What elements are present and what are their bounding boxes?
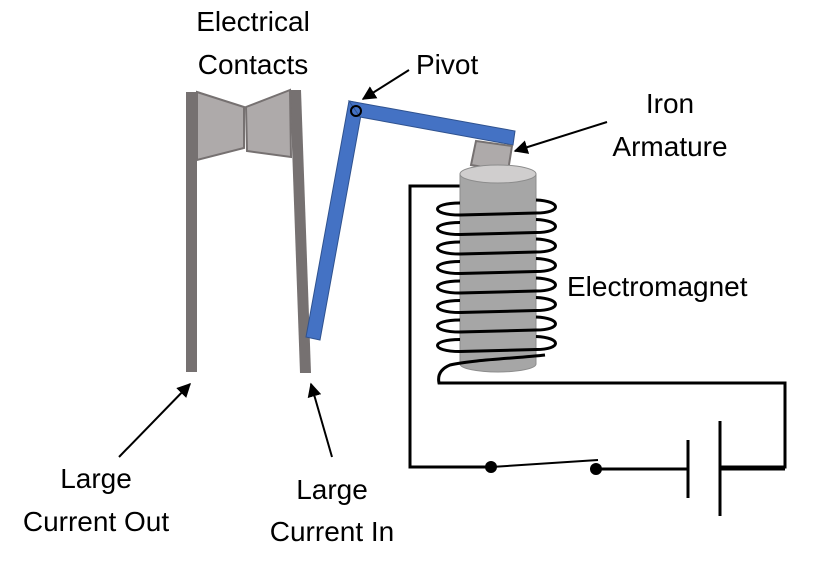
label-current-in-line2: Current In (270, 516, 395, 547)
coil-turn-right (535, 335, 557, 351)
coil (436, 198, 557, 353)
coil-turn-left (436, 299, 461, 314)
iron-core-top (459, 164, 537, 184)
wire-top-left (408, 184, 491, 469)
current-out-arrow (118, 382, 191, 458)
label-current-out-line2: Current Out (23, 506, 169, 537)
pivot-arrow (361, 69, 410, 100)
coil-turn-front (459, 348, 537, 353)
coil-turn-front (459, 289, 537, 295)
coil-turn-left (436, 318, 461, 334)
coil-turn-front (459, 231, 537, 236)
label-current-out-line1: Large (60, 463, 132, 494)
coil-turn-left (436, 221, 461, 236)
switch-lever[interactable] (490, 459, 599, 468)
coil-turn-right (535, 296, 557, 312)
terminal-in (290, 90, 311, 373)
coil-turn-left (436, 201, 461, 217)
coil-turn-front (459, 211, 537, 217)
coil-turn-left (436, 260, 461, 275)
coil-turn-right (535, 276, 557, 293)
terminal-out (186, 92, 197, 372)
label-pivot: Pivot (416, 49, 478, 80)
coil-turn-right (535, 315, 557, 332)
coil-turn-left (436, 240, 461, 256)
label-contacts-line1: Electrical (196, 6, 310, 37)
coil-turn-left (436, 279, 461, 295)
lever-arm-horizontal (347, 100, 516, 146)
label-electromagnet: Electromagnet (567, 271, 748, 302)
coil-turn-right (535, 198, 557, 215)
coil-turn-right (535, 257, 557, 273)
coil-turn-right (535, 218, 557, 234)
coil-turn-front (459, 328, 537, 334)
coil-turn-front (459, 309, 537, 314)
contact-left (196, 90, 245, 162)
coil-turn-front (459, 270, 537, 275)
coil-turn-right (535, 237, 557, 254)
label-armature-line2: Armature (612, 131, 727, 162)
lever-arm-vertical (305, 100, 364, 341)
coil-turn-left (436, 338, 461, 353)
label-contacts-line2: Contacts (198, 49, 309, 80)
pivot-icon (350, 105, 362, 117)
coil-turn-front (459, 250, 537, 256)
wire-coil-bottom (437, 353, 787, 469)
armature-arrow (513, 121, 608, 154)
label-current-in-line1: Large (296, 474, 368, 505)
contact-right (244, 88, 293, 159)
label-armature-line1: Iron (646, 88, 694, 119)
current-in-arrow (307, 382, 333, 458)
